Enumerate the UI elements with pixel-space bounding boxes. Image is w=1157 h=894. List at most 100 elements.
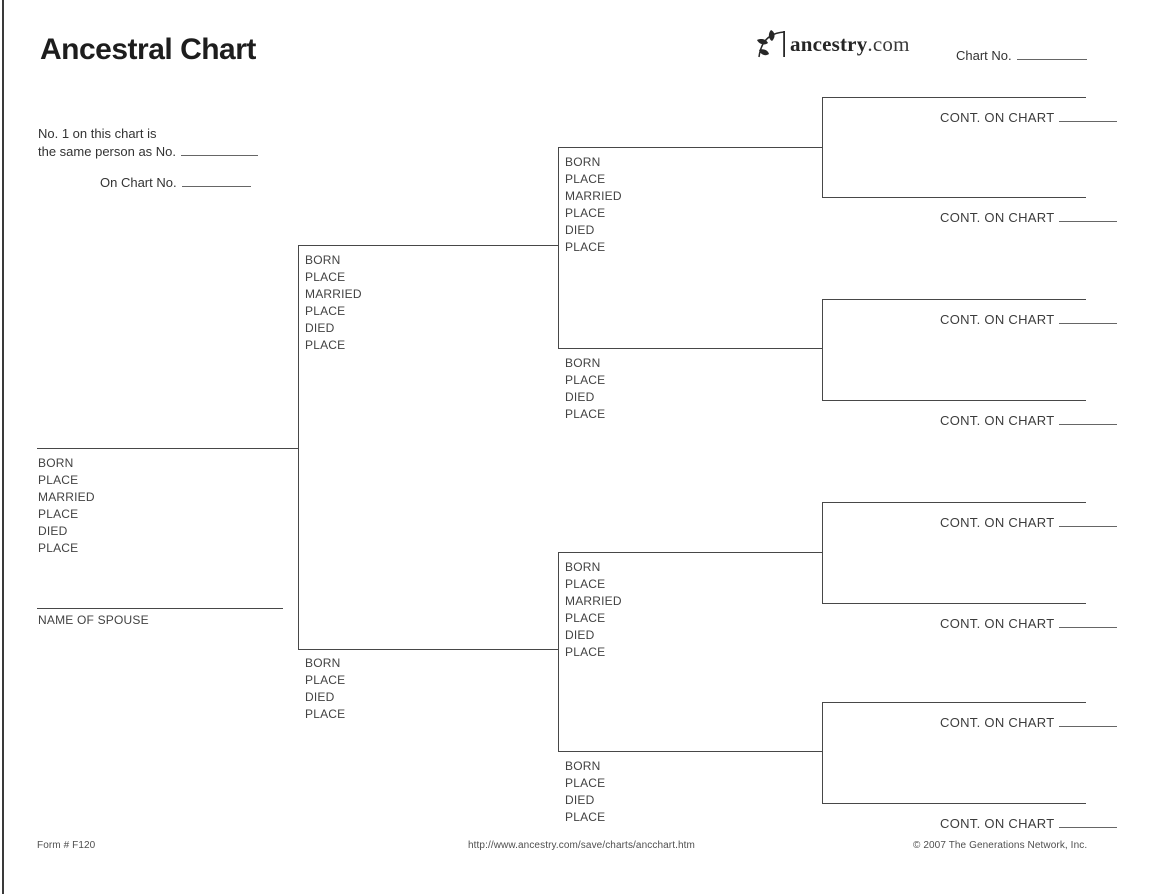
cont-chart-no-blank-13[interactable] (1059, 615, 1118, 628)
person-2-fields: BORN PLACE MARRIED PLACE DIED PLACE (305, 252, 362, 354)
field-label: DIED (565, 793, 595, 807)
field-label: BORN (565, 560, 601, 574)
logo-wordmark: ancestry.com (790, 31, 910, 56)
person-6-name-line[interactable] (558, 552, 822, 554)
identity-note-line2: the same person as No. (38, 143, 259, 161)
person-4-name-line[interactable] (558, 147, 822, 149)
cont-on-chart-row-10: CONT. ON CHART (940, 311, 1118, 327)
person-7-name-line[interactable] (558, 751, 822, 753)
person-5-name-line[interactable] (558, 348, 822, 350)
cont-chart-no-blank-9[interactable] (1059, 209, 1118, 222)
field-label: PLACE (305, 270, 346, 284)
field-label: PLACE (38, 473, 79, 487)
field-label: PLACE (38, 507, 79, 521)
chart-no-field: Chart No. (956, 47, 1087, 63)
person-9-name-line[interactable] (822, 197, 1086, 199)
field-label: PLACE (565, 776, 606, 790)
person-12-name-line[interactable] (822, 502, 1086, 504)
field-label: MARRIED (38, 490, 95, 504)
field-label: PLACE (38, 541, 79, 555)
person-10-name-line[interactable] (822, 299, 1086, 301)
person-4-fields: BORN PLACE MARRIED PLACE DIED PLACE (565, 154, 622, 256)
gen4-connector-3 (822, 502, 824, 603)
field-label: MARRIED (565, 594, 622, 608)
field-label: DIED (565, 223, 595, 237)
cont-chart-no-blank-10[interactable] (1059, 311, 1118, 324)
field-label: DIED (38, 524, 68, 538)
same-person-no-blank[interactable] (181, 143, 259, 156)
identity-note: No. 1 on this chart is the same person a… (38, 125, 259, 192)
gen4-connector-1 (822, 97, 824, 197)
field-label: PLACE (565, 206, 606, 220)
spouse-label: NAME OF SPOUSE (38, 613, 149, 627)
field-label: PLACE (565, 240, 606, 254)
cont-on-chart-row-11: CONT. ON CHART (940, 412, 1118, 428)
cont-chart-no-blank-11[interactable] (1059, 412, 1118, 425)
cont-chart-no-blank-14[interactable] (1059, 714, 1118, 727)
person-11-name-line[interactable] (822, 400, 1086, 402)
field-label: BORN (305, 253, 341, 267)
field-label: BORN (565, 356, 601, 370)
form-number: Form # F120 (37, 840, 96, 851)
field-label: MARRIED (305, 287, 362, 301)
field-label: DIED (305, 690, 335, 704)
field-label: PLACE (565, 611, 606, 625)
gen4-connector-2 (822, 299, 824, 400)
cont-chart-no-blank-15[interactable] (1059, 815, 1118, 828)
person-13-name-line[interactable] (822, 603, 1086, 605)
field-label: BORN (565, 759, 601, 773)
ancestry-logo: ancestry.com (754, 29, 910, 59)
field-label: DIED (305, 321, 335, 335)
person-2-name-line[interactable] (298, 245, 558, 247)
person-14-name-line[interactable] (822, 702, 1086, 704)
field-label: PLACE (565, 373, 606, 387)
field-label: PLACE (305, 338, 346, 352)
field-label: DIED (565, 628, 595, 642)
leaf-branch-icon (757, 30, 785, 58)
footer-copyright: © 2007 The Generations Network, Inc. (913, 840, 1088, 851)
chart-no-label: Chart No. (956, 48, 1012, 63)
identity-note-line1: No. 1 on this chart is (38, 126, 157, 141)
field-label: PLACE (565, 172, 606, 186)
gen3-connector-maternal (558, 552, 560, 751)
person-6-fields: BORN PLACE MARRIED PLACE DIED PLACE (565, 559, 622, 661)
cont-on-chart-row-8: CONT. ON CHART (940, 109, 1118, 125)
cont-on-chart-row-12: CONT. ON CHART (940, 514, 1118, 530)
cont-on-chart-row-14: CONT. ON CHART (940, 714, 1118, 730)
on-chart-no-blank[interactable] (181, 174, 251, 187)
on-chart-no-field: On Chart No. (100, 174, 258, 192)
person-3-fields: BORN PLACE DIED PLACE (305, 655, 345, 723)
field-label: PLACE (565, 645, 606, 659)
person-1-fields: BORN PLACE MARRIED PLACE DIED PLACE (38, 455, 95, 557)
gen3-connector-paternal (558, 147, 560, 348)
field-label: PLACE (305, 304, 346, 318)
field-label: PLACE (305, 707, 346, 721)
field-label: DIED (565, 390, 595, 404)
footer-url: http://www.ancestry.com/save/charts/ancc… (468, 840, 695, 851)
person-7-fields: BORN PLACE DIED PLACE (565, 758, 605, 826)
cont-on-chart-row-9: CONT. ON CHART (940, 209, 1118, 225)
person-3-name-line[interactable] (298, 649, 558, 651)
cont-on-chart-row-15: CONT. ON CHART (940, 815, 1118, 831)
gen4-connector-4 (822, 702, 824, 803)
cont-on-chart-row-13: CONT. ON CHART (940, 615, 1118, 631)
person-15-name-line[interactable] (822, 803, 1086, 805)
field-label: PLACE (565, 577, 606, 591)
spouse-name-line[interactable] (37, 608, 283, 610)
field-label: BORN (38, 456, 74, 470)
field-label: PLACE (305, 673, 346, 687)
page-title: Ancestral Chart (40, 33, 256, 66)
person-1-name-line[interactable] (37, 448, 298, 450)
gen2-connector (298, 245, 300, 649)
field-label: MARRIED (565, 189, 622, 203)
field-label: BORN (565, 155, 601, 169)
field-label: BORN (305, 656, 341, 670)
cont-chart-no-blank-12[interactable] (1059, 514, 1118, 527)
field-label: PLACE (565, 810, 606, 824)
cont-chart-no-blank-8[interactable] (1059, 109, 1118, 122)
person-8-name-line[interactable] (822, 97, 1086, 99)
chart-no-blank[interactable] (1016, 47, 1087, 60)
page-left-edge (2, 0, 4, 894)
